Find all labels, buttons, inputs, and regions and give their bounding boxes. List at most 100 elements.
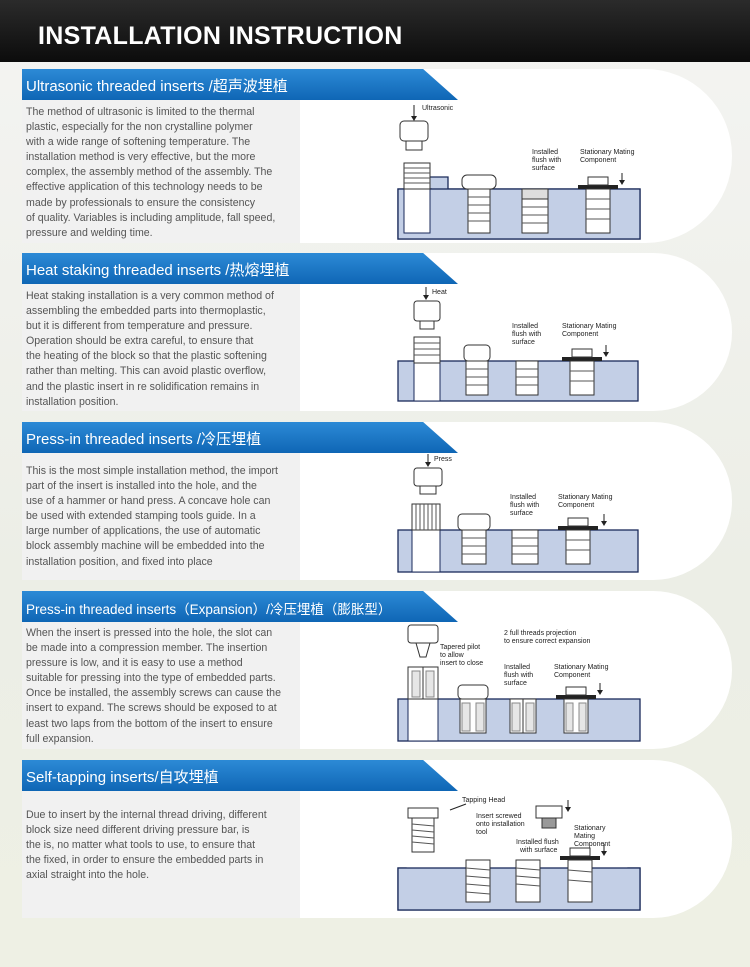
pilot-label-line: Tapered pilot	[440, 644, 480, 651]
section-banner: Press-in threaded inserts /冷压埋植	[22, 422, 458, 453]
section-banner: Press-in threaded inserts（Expansion）/冷压埋…	[22, 591, 458, 622]
tool-label: Tapping Head	[462, 797, 505, 804]
section-description: The method of ultrasonic is limited to t…	[26, 105, 302, 241]
mating-label-line: Component	[554, 672, 590, 679]
description-line: Heat staking installation is a very comm…	[26, 290, 274, 302]
description-line: the heating of the block so that the pla…	[26, 350, 267, 363]
section-title: Press-in threaded inserts（Expansion）/冷压埋…	[26, 602, 392, 617]
description-line: full expansion.	[26, 732, 94, 745]
threads-label-line: to ensure correct expansion	[504, 638, 590, 645]
description-line: least two laps from the bottom of the in…	[26, 717, 273, 730]
section-description: This is the most simple installation met…	[26, 464, 302, 570]
description-line: made by professionals to ensure the cons…	[26, 196, 256, 209]
tool-label: Ultrasonic	[422, 105, 454, 112]
section-banner: Self-tapping inserts/自攻埋植	[22, 760, 458, 791]
press-in-expansion-diagram: Tapered pilot to allow insert to close 2…	[397, 624, 641, 742]
installed-label-line: Installed	[532, 149, 558, 156]
mating-label-line: Stationary Mating	[562, 323, 617, 330]
description-line: installation method is very effective, b…	[26, 151, 256, 164]
description-line: Once be installed, the assembly screws c…	[26, 687, 281, 700]
description-line: the is, no matter what tools to use, to …	[26, 839, 256, 852]
page-header: INSTALLATION INSTRUCTION	[0, 0, 750, 62]
description-line: Operation should be extra careful, to en…	[26, 335, 254, 348]
tool-label: Press	[434, 456, 452, 463]
mating-label-line: Mating	[574, 833, 595, 840]
description-line: be made into a compression member. The i…	[26, 642, 268, 655]
installed-label-line: surface	[512, 339, 535, 346]
ultrasonic-diagram: Ultrasonic Installed flush with surface	[397, 105, 641, 240]
description-line: pressure is low, and it is easy to use a…	[26, 657, 243, 670]
description-line: block size need different driving pressu…	[26, 824, 250, 837]
installed-label-line: Installed	[504, 664, 530, 671]
section-title: Press-in threaded inserts /冷压埋植	[26, 431, 262, 448]
screwed-label-line: tool	[476, 829, 488, 836]
press-in-diagram: Press Installed flush with surface Stati…	[397, 454, 639, 573]
mating-label-line: Stationary Mating	[554, 664, 609, 671]
installed-label-line: Installed	[512, 323, 538, 330]
section-title: Heat staking threaded inserts /热熔埋植	[26, 262, 290, 279]
description-line: axial straight into the hole.	[26, 869, 150, 882]
installed-label-line: Installed flush	[516, 839, 559, 846]
threads-label-line: 2 full threads projection	[504, 630, 576, 637]
description-line: suitable for pressing into the type of e…	[26, 672, 276, 685]
section-description: When the insert is pressed into the hole…	[26, 626, 302, 747]
section-title: Self-tapping inserts/自攻埋植	[26, 769, 219, 786]
section-ultrasonic: Ultrasonic threaded inserts /超声波埋植 The m…	[22, 69, 732, 243]
installed-label-line: Installed	[510, 494, 536, 501]
pilot-label-line: insert to close	[440, 660, 483, 667]
description-line: complex, the assembly method of the asse…	[26, 166, 273, 179]
section-heat-staking: Heat staking threaded inserts /热熔埋植 Heat…	[22, 253, 732, 411]
description-line: large number of applications, the use of…	[26, 525, 261, 538]
description-line: the fixed, in order to ensure the embedd…	[26, 854, 264, 867]
section-description: Heat staking installation is a very comm…	[26, 289, 302, 410]
description-line: effective application of this technology…	[26, 181, 263, 194]
heat-staking-diagram: Heat Installed flush with surface Statio…	[397, 287, 639, 402]
pilot-label-line: to allow	[440, 652, 465, 659]
installed-label-line: with surface	[519, 847, 557, 854]
installed-label-line: flush with	[512, 331, 541, 338]
description-line: rather than melting. This can avoid plas…	[26, 365, 267, 378]
section-title: Ultrasonic threaded inserts /超声波埋植	[26, 78, 288, 95]
description-line: but it is different from temperature and…	[26, 320, 253, 333]
self-tapping-diagram: Tapping Head Insert screwed onto install…	[397, 797, 641, 911]
section-description: Due to insert by the internal thread dri…	[26, 808, 302, 883]
description-line: installation position, and fixed into pl…	[26, 555, 213, 568]
screwed-label-line: onto installation	[476, 821, 525, 828]
description-line: pressure and welding time.	[26, 226, 153, 239]
description-line: insert to expand. The screws should be e…	[26, 702, 277, 715]
description-line: The method of ultrasonic is limited to t…	[26, 106, 255, 118]
mating-label-line: Stationary	[574, 825, 606, 832]
mating-label-line: Component	[574, 841, 610, 848]
installed-label-line: surface	[510, 510, 533, 517]
mating-label-line: Component	[580, 157, 616, 164]
tool-label: Heat	[432, 289, 447, 296]
description-line: use of a hammer or hand press. A concave…	[26, 495, 271, 508]
mating-label-line: Stationary Mating	[558, 494, 613, 501]
installed-label-line: flush with	[504, 672, 533, 679]
section-banner: Heat staking threaded inserts /热熔埋植	[22, 253, 458, 284]
description-line: and the plastic insert in re solidificat…	[26, 380, 260, 393]
section-self-tapping: Self-tapping inserts/自攻埋植 Due to insert …	[22, 760, 732, 918]
page-title: INSTALLATION INSTRUCTION	[38, 22, 403, 50]
mating-label-line: Stationary Mating	[580, 149, 635, 156]
installed-label-line: flush with	[510, 502, 539, 509]
description-line: part of the insert is installed into the…	[26, 480, 257, 493]
description-line: with a wide range of softening temperatu…	[26, 136, 251, 149]
description-line: assembling the embedded parts into therm…	[26, 305, 266, 318]
mating-label-line: Component	[558, 502, 594, 509]
description-line: When the insert is pressed into the hole…	[26, 627, 273, 639]
installed-label-line: flush with	[532, 157, 561, 164]
section-press-in: Press-in threaded inserts /冷压埋植 This is …	[22, 422, 732, 580]
description-line: plastic, especially for the non crystall…	[26, 121, 253, 134]
description-line: installation position.	[26, 395, 119, 408]
description-line: block assembly machine will be embedded …	[26, 540, 265, 553]
section-press-in-expansion: Press-in threaded inserts（Expansion）/冷压埋…	[22, 591, 732, 749]
description-line: be used with extended stamping tools gui…	[26, 510, 256, 523]
description-line: This is the most simple installation met…	[26, 465, 278, 477]
installed-label-line: surface	[532, 165, 555, 172]
screwed-label-line: Insert screwed	[476, 813, 522, 820]
description-line: Due to insert by the internal thread dri…	[26, 809, 267, 821]
mating-label-line: Component	[562, 331, 598, 338]
section-banner: Ultrasonic threaded inserts /超声波埋植	[22, 69, 458, 100]
installed-label-line: surface	[504, 680, 527, 687]
